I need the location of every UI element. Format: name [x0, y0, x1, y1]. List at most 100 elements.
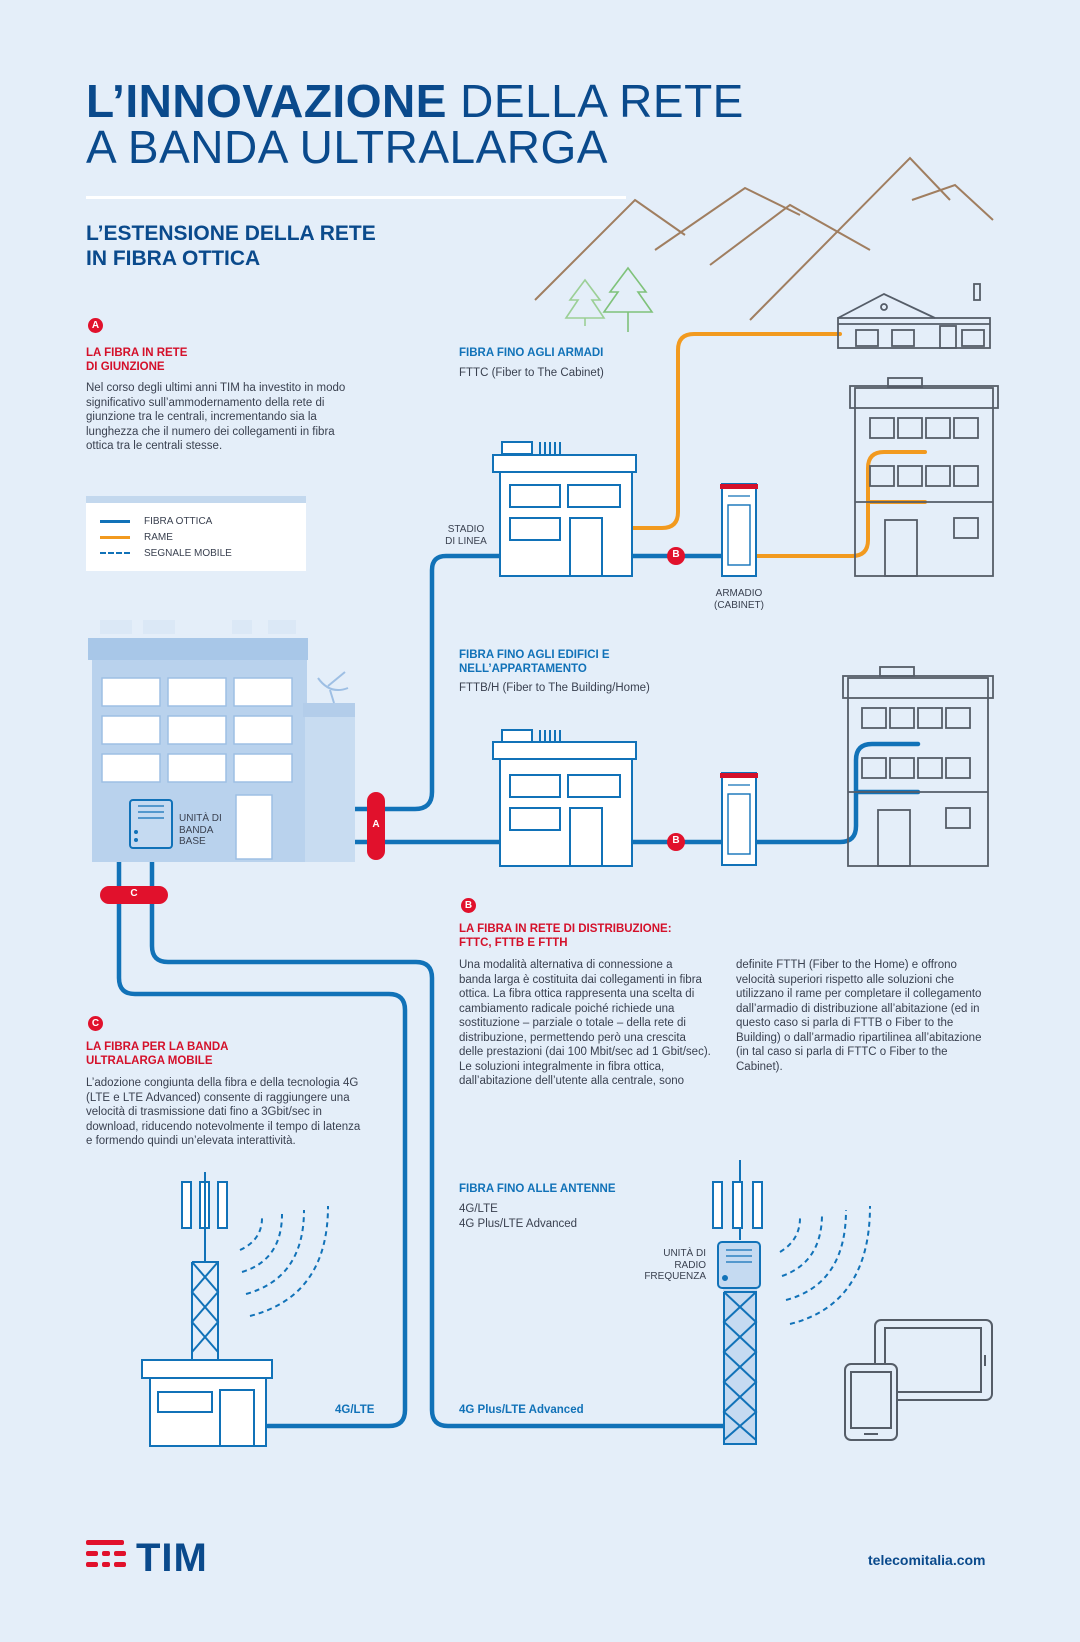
section-b-heading-line1: LA FIBRA IN RETE DI DISTRIBUZIONE:: [459, 923, 672, 935]
lte-label: 4G/LTE: [335, 1404, 375, 1416]
section-a-heading: LA FIBRA IN RETE DI GIUNZIONE: [86, 346, 187, 374]
section-c-heading-line2: ULTRALARGA MOBILE: [86, 1055, 213, 1067]
satellite-dish-icon: [317, 671, 349, 704]
section-b-line: ottica. La fibra ottica rappresenta una …: [459, 988, 695, 1000]
section-a-line: significativo sull’ammodernamento della …: [86, 396, 325, 409]
fiber-line-fttc: [302, 553, 503, 812]
apartment-building-icon: [849, 377, 999, 577]
legend-item-fiber: FIBRA OTTICA: [100, 514, 212, 528]
rru-label-line3: FREQUENZA: [644, 1271, 706, 1282]
antenne-sub-line1: 4G/LTE: [459, 1203, 498, 1215]
title-line2: A BANDA ULTRALARGA: [86, 121, 608, 173]
tablet-icon: [874, 1319, 993, 1401]
stadio-di-linea-icon: [492, 441, 637, 577]
badge-a: A: [88, 318, 103, 333]
section-b-line: sostituzione – parziale o totale – della…: [459, 1017, 686, 1029]
badge-a-letter: A: [372, 819, 380, 830]
site-link[interactable]: telecomitalia.com: [868, 1552, 986, 1568]
bbu-label-line1: UNITÀ DI: [179, 813, 222, 824]
legend-item-mobile: SEGNALE MOBILE: [100, 546, 232, 560]
section-b-line: utilizzano il rame per completare il col…: [736, 988, 982, 1000]
armadio-label-line1: ARMADIO: [715, 588, 763, 599]
section-c-body: L’adozione congiunta della fibra e della…: [86, 1076, 396, 1149]
section-b-line: dall’abitazione dell’utente alla central…: [459, 1075, 685, 1087]
antenne-sub: 4G/LTE 4G Plus/LTE Advanced: [459, 1202, 577, 1231]
section-a-line: ottica tra le centrali stesse.: [86, 440, 223, 452]
fiber-line-lte: [116, 789, 408, 1429]
mobile-signal-waves-left: [239, 1205, 329, 1317]
section-b-line: velocità superiori rispetto alle soluzio…: [736, 973, 954, 986]
badge-b-marker-fttb: [667, 833, 685, 851]
tim-logo: TIM: [128, 1536, 208, 1581]
subtitle-line1: L’ESTENSIONE DELLA RETE: [86, 222, 376, 245]
fttc-sub: FTTC (Fiber to The Cabinet): [459, 367, 604, 379]
cabinet-fttb-icon: [720, 772, 758, 866]
stadio-label-line2: DI LINEA: [445, 535, 487, 547]
fttb-heading-line2: NELL’APPARTAMENTO: [459, 663, 587, 675]
legend-swatch-fiber: [100, 519, 130, 523]
section-subtitle: L’ESTENSIONE DELLA RETE IN FIBRA OTTICA: [86, 221, 376, 271]
bbu-label-line2: BANDA: [179, 824, 214, 836]
copper-line-house: [631, 332, 842, 530]
subtitle-line2: IN FIBRA OTTICA: [86, 247, 261, 270]
title-divider: [86, 196, 626, 199]
armadio-label: ARMADIO (CABINET): [706, 588, 772, 611]
badge-c-letter: C: [130, 888, 138, 899]
badge-b: B: [461, 898, 476, 913]
section-a-body: Nel corso degli ultimi anni TIM ha inves…: [86, 381, 386, 454]
cell-tower-lte-advanced-icon: [712, 1160, 763, 1445]
house-icon: [837, 283, 991, 349]
section-c-line: (LTE e LTE Advanced) consente di raggiun…: [86, 1091, 350, 1104]
cell-tower-lte-icon: [141, 1172, 273, 1447]
legend-swatch-copper: [100, 535, 130, 539]
section-c-heading-line1: LA FIBRA PER LA BANDA: [86, 1041, 229, 1053]
tim-logo-text: TIM: [136, 1536, 208, 1580]
badge-b-letter-fttc: B: [672, 549, 680, 560]
fttb-sub: FTTB/H (Fiber to The Building/Home): [459, 682, 650, 694]
armadio-label-line2: (CABINET): [714, 599, 764, 611]
stadio-label: STADIO DI LINEA: [440, 524, 492, 547]
legend-item-copper: RAME: [100, 530, 173, 544]
badge-a-marker: [367, 792, 385, 860]
stadio-di-linea-fttb-icon: [492, 729, 637, 867]
lte-advanced-label: 4G Plus/LTE Advanced: [459, 1404, 584, 1416]
rru-label-line1: UNITÀ DI: [663, 1248, 706, 1259]
section-a-heading-line2: DI GIUNZIONE: [86, 361, 165, 373]
section-a-heading-line1: LA FIBRA IN RETE: [86, 347, 188, 359]
title-bold: L’INNOVAZIONE: [86, 75, 447, 127]
fttc-heading: FIBRA FINO AGLI ARMADI: [459, 347, 604, 359]
antenne-sub-line2: 4G Plus/LTE Advanced: [459, 1217, 578, 1230]
page-title: L’INNOVAZIONE DELLA RETE A BANDA ULTRALA…: [86, 78, 744, 170]
section-c-line: velocità di trasmissione dati fino a 3Gb…: [86, 1106, 322, 1118]
central-office-icon: [88, 620, 355, 862]
section-b-line: Cabinet).: [736, 1060, 783, 1073]
section-c-heading: LA FIBRA PER LA BANDA ULTRALARGA MOBILE: [86, 1040, 228, 1068]
rru-label: UNITÀ DI RADIO FREQUENZA: [640, 1248, 706, 1283]
cabinet-icon: [720, 483, 758, 577]
section-b-line: questo caso si parla di FTTB o Fiber to …: [736, 1017, 954, 1029]
rru-label-line2: RADIO: [674, 1259, 706, 1271]
stadio-label-line1: STADIO: [447, 524, 485, 535]
bbu-label-line3: BASE: [179, 836, 206, 847]
section-c-line: L’adozione congiunta della fibra e della…: [86, 1077, 359, 1089]
section-b-line: Le soluzioni integralmente in fibra otti…: [459, 1060, 665, 1073]
badge-c: C: [88, 1016, 103, 1031]
section-b-line: delle prestazioni (dai 100 Mbit/sec ad 1…: [459, 1046, 711, 1058]
section-a-line: giunzione tra le centrali, incrementando…: [86, 411, 317, 423]
smartphone-icon: [844, 1363, 898, 1441]
legend-label-copper: RAME: [144, 531, 173, 543]
section-b-col1: Una modalità alternativa di connessione …: [459, 958, 721, 1089]
section-b-line: cambiamento radicale poiché richiede una: [459, 1002, 675, 1015]
apartment-building-ftth-icon: [842, 666, 994, 867]
legend-swatch-mobile: [100, 552, 130, 554]
tim-logo-icon: [86, 1540, 126, 1567]
section-b-line: Una modalità alternativa di connessione …: [459, 959, 673, 971]
legend-label-fiber: FIBRA OTTICA: [144, 515, 213, 527]
section-b-line: definite FTTH (Fiber to the Home) e offr…: [736, 959, 957, 971]
badge-c-marker: [100, 886, 168, 904]
antenne-heading: FIBRA FINO ALLE ANTENNE: [459, 1183, 616, 1195]
fttb-heading: FIBRA FINO AGLI EDIFICI E NELL’APPARTAME…: [459, 648, 610, 676]
section-a-line: Nel corso degli ultimi anni TIM ha inves…: [86, 382, 346, 394]
badge-b-letter-fttb: B: [672, 835, 680, 846]
section-a-line: lunghezza che il numero dei collegamenti…: [86, 425, 335, 438]
